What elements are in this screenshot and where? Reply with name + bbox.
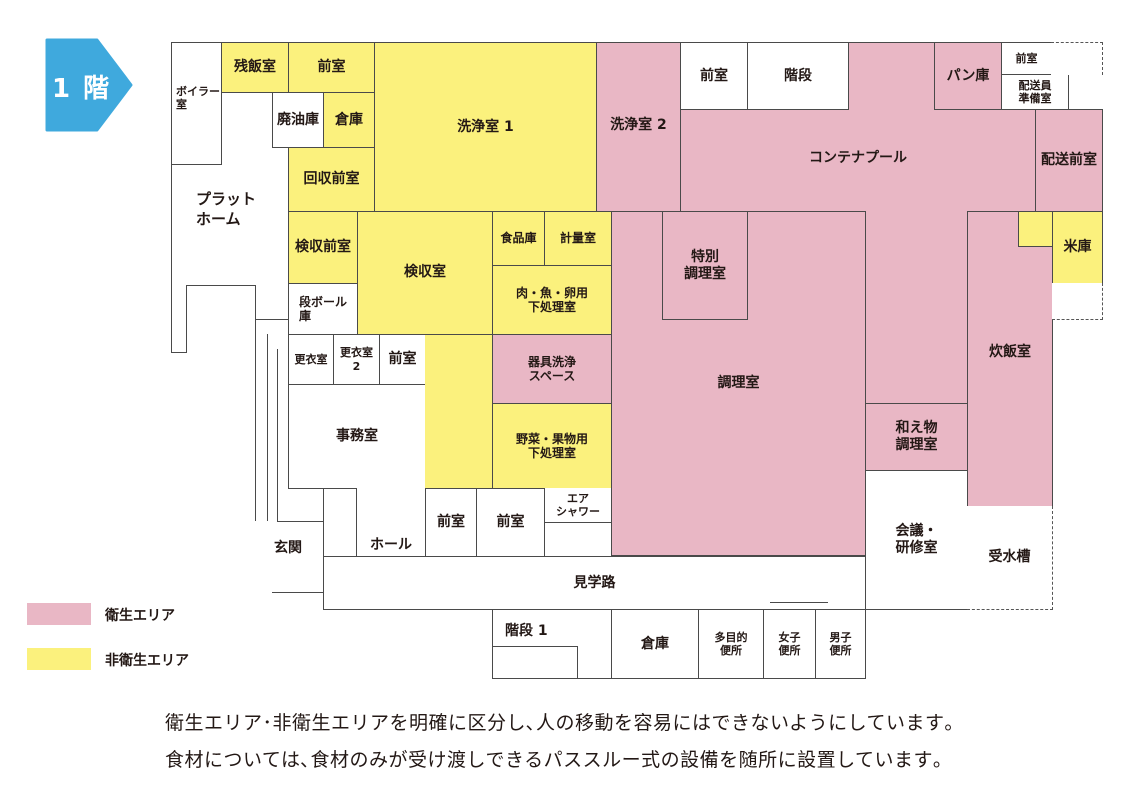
room-suihan: 炊飯室 bbox=[967, 211, 1053, 507]
room-container-pool: コンテナプール bbox=[680, 109, 1036, 212]
room-haisouin: 配送員 準備室 bbox=[1001, 74, 1069, 110]
legend-swatch-hygiene bbox=[27, 603, 91, 625]
room-kouishitsu1: 更衣室 bbox=[288, 334, 334, 385]
room-kenshu-zen: 検収前室 bbox=[288, 211, 358, 284]
room-kaigi: 会議・ 研修室 bbox=[865, 470, 968, 610]
room-joshi: 女子 便所 bbox=[763, 609, 816, 679]
room-air-shower: エア シャワー bbox=[544, 488, 612, 523]
room-kigu: 器具洗浄 スペース bbox=[492, 334, 612, 404]
room-zenshitsu-b1: 前室 bbox=[425, 488, 477, 557]
label-platform: プラット ホーム bbox=[196, 190, 257, 228]
room-zenshitsu-small: 前室 bbox=[1001, 42, 1052, 75]
room-kenshu-low bbox=[425, 334, 493, 489]
room-senjou2: 洗浄室 2 bbox=[596, 42, 681, 212]
floor-label: 1 階 bbox=[52, 74, 112, 104]
room-zenshitsu-b2: 前室 bbox=[476, 488, 545, 557]
room-right-kitchen bbox=[865, 211, 968, 404]
room-kome-small bbox=[1018, 211, 1053, 247]
floor-badge bbox=[45, 38, 133, 132]
room-danboru: 段ボール 庫 bbox=[288, 283, 358, 335]
room-pan: パン庫 bbox=[934, 42, 1002, 110]
legend-label-non-hygiene: 非衛生エリア bbox=[105, 653, 189, 669]
room-souko-top: 倉庫 bbox=[323, 92, 375, 148]
room-jimu: 事務室 bbox=[288, 384, 426, 489]
room-jusui: 受水槽 bbox=[967, 506, 1053, 610]
room-aemono: 和え物 調理室 bbox=[865, 403, 968, 471]
label-genkan: 玄関 bbox=[274, 540, 302, 556]
room-tokubetsu: 特別 調理室 bbox=[662, 211, 748, 320]
room-zanpan: 残飯室 bbox=[221, 42, 289, 93]
room-kome: 米庫 bbox=[1052, 211, 1103, 284]
room-yasai: 野菜・果物用 下処理室 bbox=[492, 403, 612, 489]
legend-swatch-non-hygiene bbox=[27, 648, 91, 670]
room-zenshitsu-stair: 前室 bbox=[680, 42, 748, 110]
room-boiler: ボイラー 室 bbox=[171, 42, 222, 165]
room-haisou-zen: 配送前室 bbox=[1035, 109, 1103, 212]
room-kaidan1-inner bbox=[492, 646, 578, 679]
room-kaishu-zen: 回収前室 bbox=[288, 147, 375, 212]
room-air-shower-low bbox=[544, 522, 612, 557]
room-tamokuteki: 多目的 便所 bbox=[698, 609, 764, 679]
legend-label-hygiene: 衛生エリア bbox=[105, 608, 175, 624]
room-dashed-corner bbox=[1051, 42, 1103, 75]
room-hall: ホール bbox=[356, 488, 426, 557]
room-souko-bottom: 倉庫 bbox=[611, 609, 699, 679]
room-senjou1: 洗浄室 1 bbox=[374, 42, 597, 212]
room-container-pool-top bbox=[848, 42, 935, 110]
caption-line-1: 衛生エリア･非衛生エリアを明確に区分し､人の移動を容易にはできないようにしていま… bbox=[165, 712, 955, 734]
caption-line-2: 食材については､食材のみが受け渡しできるパススルー式の設備を随所に設置しています… bbox=[165, 749, 944, 771]
room-kouishitsu2: 更衣室 2 bbox=[333, 334, 380, 385]
room-hall-frame bbox=[323, 488, 357, 557]
room-zenshitsu-kouii: 前室 bbox=[379, 334, 426, 385]
room-kaidan: 階段 bbox=[747, 42, 849, 110]
room-dashed-right bbox=[1052, 283, 1103, 320]
room-danshi: 男子 便所 bbox=[815, 609, 866, 679]
room-zenshitsu-top: 前室 bbox=[288, 42, 375, 93]
room-kengakuro: 見学路 bbox=[323, 556, 866, 610]
room-haiyu: 廃油庫 bbox=[272, 92, 324, 148]
room-niku: 肉・魚・卵用 下処理室 bbox=[492, 265, 612, 335]
room-keiryou: 計量室 bbox=[544, 211, 612, 266]
room-shokuhin: 食品庫 bbox=[492, 211, 545, 266]
